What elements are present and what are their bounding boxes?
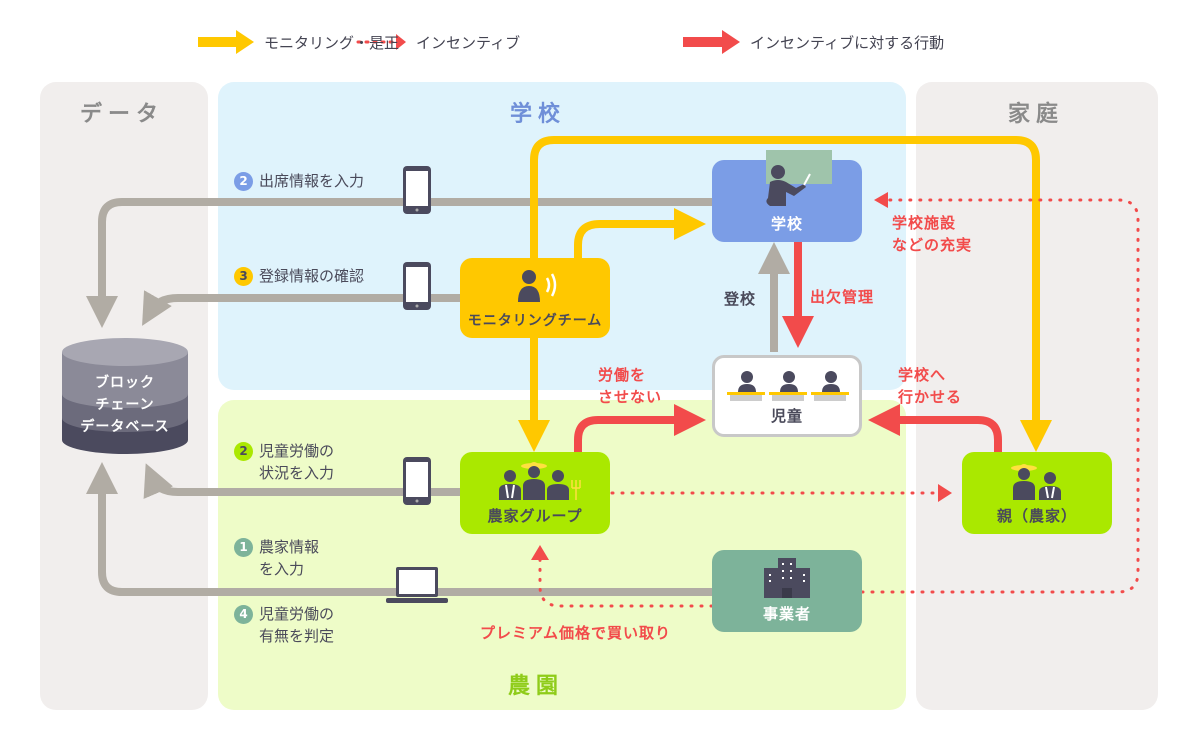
label-line: 学校へ [898, 366, 947, 384]
smartphone-icon [403, 262, 431, 310]
arrow-farm-info-to-db [86, 462, 712, 596]
blockchain-database-icon [62, 338, 188, 454]
step-text: 児童労働の [259, 605, 335, 623]
farmers-icon [499, 462, 581, 500]
label-line: などの充実 [892, 236, 973, 254]
arrow-no-labor [574, 404, 706, 454]
database-label-line: ブロック [95, 375, 155, 391]
database-label-line: チェーン [95, 397, 155, 413]
node-monitoring-team[interactable]: モニタリングチーム [460, 258, 610, 338]
step-text: 登録情報の確認 [259, 267, 365, 285]
step-badge: 3 [234, 267, 253, 286]
step-labor-judgment: 4 児童労働の 有無を判定 [234, 603, 334, 647]
students-icon [727, 371, 849, 401]
database-label-line: データベース [80, 419, 170, 435]
label-no-labor: 労働を させない [598, 364, 662, 408]
premium-arrowhead [531, 545, 549, 560]
label-attend-school: 登校 [724, 290, 757, 308]
node-business[interactable]: 事業者 [712, 550, 862, 632]
label-line: 行かせる [898, 388, 963, 406]
step-badge: 2 [234, 172, 253, 191]
node-monitoring-label: モニタリングチーム [467, 313, 603, 329]
node-children[interactable]: 児童 [712, 355, 862, 437]
label-attendance-mgmt: 出欠管理 [810, 288, 875, 306]
node-children-label: 児童 [770, 407, 803, 425]
node-school[interactable]: 学校 [712, 150, 862, 242]
node-farmers-label: 農家グループ [487, 507, 583, 525]
legend-dotted-arrow [356, 34, 406, 50]
step-text: 児童労働の [259, 442, 335, 460]
step-registration-check: 3 登録情報の確認 [234, 265, 364, 287]
step-farm-info-input: 1 農家情報 を入力 [234, 536, 319, 580]
node-farmers-group[interactable]: 農家グループ [460, 452, 610, 534]
step-text: 状況を入力 [259, 464, 335, 482]
step-text: を入力 [259, 560, 305, 578]
node-school-label: 学校 [770, 215, 803, 233]
label-line: 労働を [598, 366, 647, 384]
arrow-attendance-to-db [86, 198, 712, 328]
legend-red-arrow [683, 30, 740, 54]
legend-yellow-arrow [198, 30, 254, 54]
step-attendance-input: 2 出席情報を入力 [234, 170, 364, 192]
label-line: させない [598, 388, 663, 406]
zone-title-school: 学校 [510, 102, 567, 127]
zone-title-home: 家庭 [1008, 102, 1065, 127]
step-badge: 1 [234, 538, 253, 557]
label-send-to-school: 学校へ 行かせる [898, 364, 962, 408]
arrow-monitor-to-school [574, 208, 706, 258]
legend-label-monitoring: モニタリング・是正 [264, 34, 400, 52]
label-school-facilities: 学校施設 などの充実 [892, 212, 972, 256]
smartphone-icon [403, 166, 431, 214]
building-icon [764, 558, 810, 598]
step-badge: 2 [234, 442, 253, 461]
zone-title-data: データ [80, 102, 165, 127]
step-text: 農家情報 [259, 538, 320, 556]
parents-arrowhead [938, 484, 952, 502]
arrow-send-school [868, 404, 1002, 452]
laptop-icon [386, 567, 448, 603]
teacher-icon [766, 150, 832, 206]
node-parents-label: 親（農家） [996, 507, 1077, 525]
step-badge: 4 [234, 605, 253, 624]
step-text: 有無を判定 [259, 627, 335, 645]
step-labor-status-input: 2 児童労働の 状況を入力 [234, 440, 334, 484]
label-premium-price: プレミアム価格で買い取り [480, 624, 671, 642]
zone-title-farm: 農園 [508, 674, 565, 699]
parents-icon [1011, 464, 1061, 500]
step-text: 出席情報を入力 [259, 172, 365, 190]
school-arrowhead [874, 192, 888, 208]
node-parents[interactable]: 親（農家） [962, 452, 1112, 534]
arrow-registration-to-db [142, 290, 462, 326]
label-line: 学校施設 [892, 214, 957, 232]
arrow-monitor-to-parents [530, 136, 1052, 452]
arrow-labor-status-to-db [143, 463, 462, 500]
person-signal-icon [518, 270, 557, 302]
node-business-label: 事業者 [762, 605, 811, 623]
smartphone-icon [403, 457, 431, 505]
arrow-premium-price [538, 554, 714, 608]
database-label: ブロック チェーン データベース [60, 372, 190, 438]
legend-label-incentive-action: インセンティブに対する行動 [750, 34, 945, 52]
legend-label-incentive: インセンティブ [416, 34, 521, 52]
